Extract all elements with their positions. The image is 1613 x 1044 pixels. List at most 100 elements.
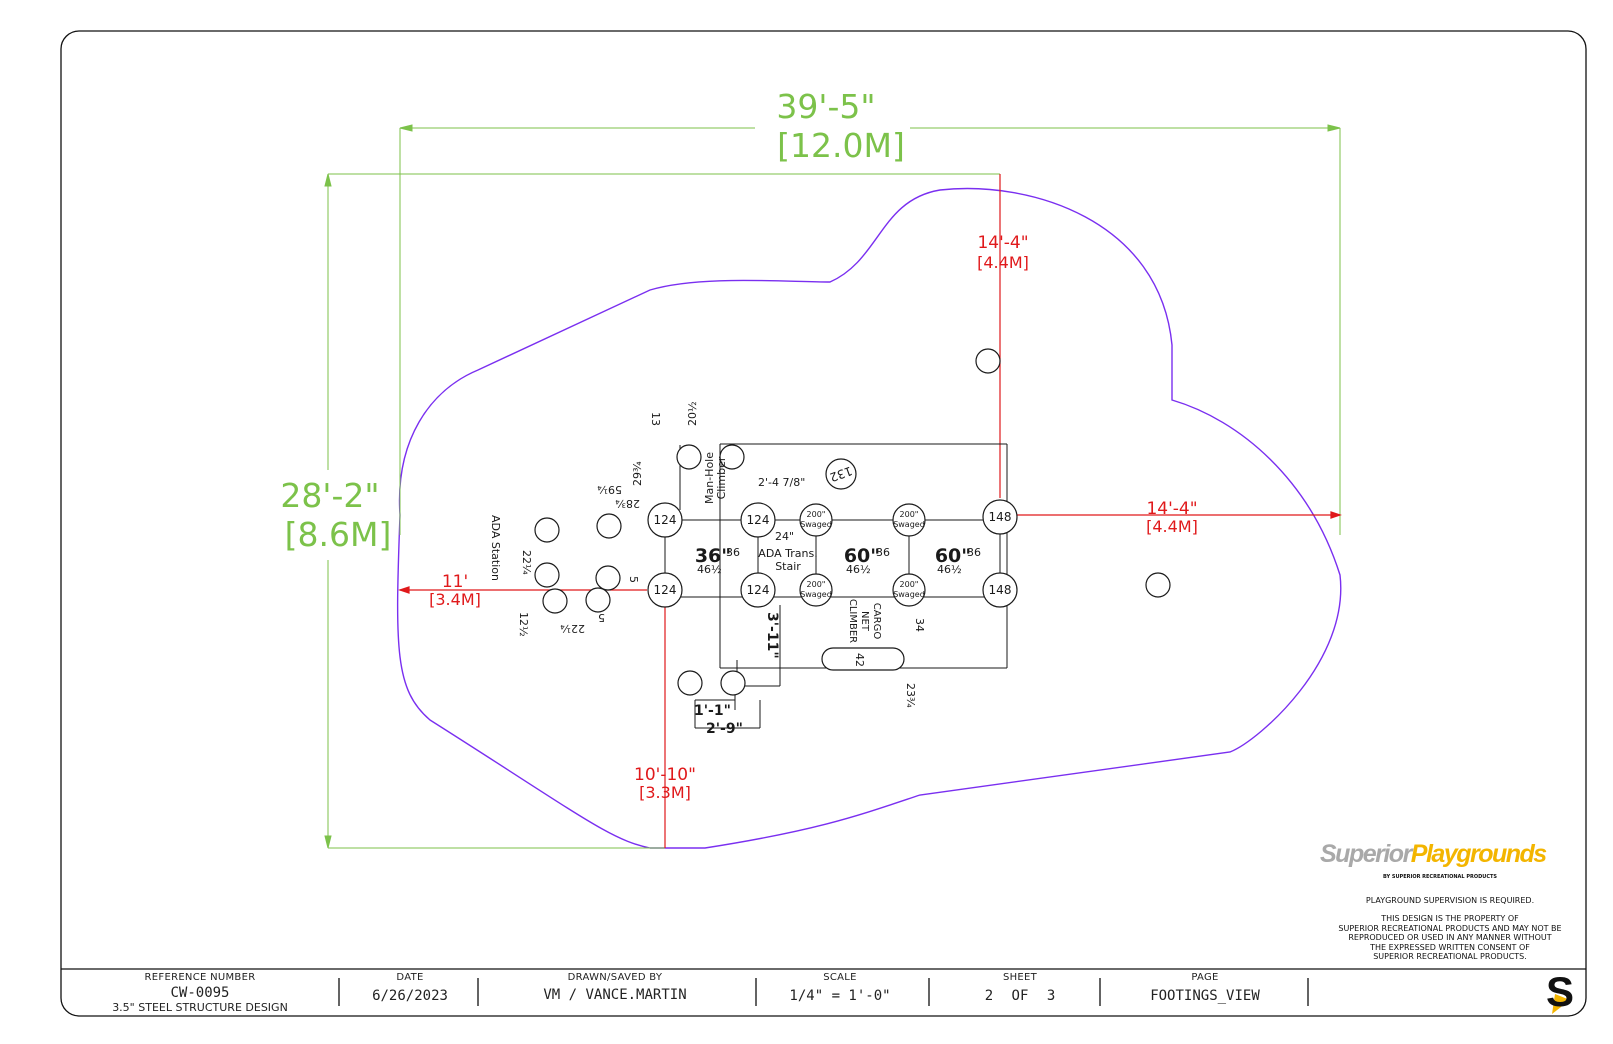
footing-132 [825,458,857,490]
overall-width-dimension [399,124,1341,535]
title-block-dividers [338,978,1309,1006]
dim-label: 59¼ [597,483,622,496]
dim-label: 36 [876,546,890,559]
swaged-size: 200" [807,510,826,519]
footing-swaged-b [892,503,926,537]
dim-label: 5 [627,576,640,583]
footing-small [596,513,622,539]
property-notice: THIS DESIGN IS THE PROPERTY OF SUPERIOR … [1310,914,1590,962]
overall-width-metric: [12.0M] [777,126,905,165]
ada-trans-stair-label: Stair [775,560,801,573]
dim-label: 22¼ [520,550,533,575]
dim-label: 36 [967,546,981,559]
footing-124-c [647,572,683,608]
property-line: SUPERIOR RECREATIONAL PRODUCTS. [1373,952,1527,961]
ada-station-label: ADA Station [489,515,502,581]
footing-small [542,588,568,614]
clearance-top-label: 14'-4" [977,233,1028,253]
footing-148-a [982,499,1018,535]
cargo-net-climber-label: CARGO [871,603,882,640]
overall-depth-dimension [324,173,1000,849]
footing-isolated [1145,572,1171,598]
swaged-size: 200" [900,580,919,589]
footing-label: 148 [989,583,1012,597]
property-line: THE EXPRESSED WRITTEN CONSENT OF [1370,942,1530,952]
ada-trans-stair-label: ADA Trans. [758,547,817,560]
swaged-size: 200" [807,580,826,589]
footing-148-b [982,572,1018,608]
footing-small [719,444,745,470]
brand-badge: S [1545,968,1574,1015]
dim-label: 42 [853,653,866,667]
footing-swaged-d [892,573,926,607]
brand-logo: SuperiorPlaygrounds [1320,840,1580,872]
footing-swaged-a [799,503,833,537]
footing-label: 124 [654,513,677,527]
footing-small [595,565,621,591]
clearance-right-label: 14'-4" [1146,499,1197,519]
footing-small [676,444,702,470]
dim-label: 13 [649,412,662,426]
dim-label: 2'-4 7/8" [758,476,805,489]
clearance-bottom-metric: [3.3M] [639,783,691,802]
footing-124-d [740,572,776,608]
dim-label: 5 [598,611,605,624]
clearance-right-metric: [4.4M] [1146,517,1198,536]
cargo-net-climber-label: NET [859,611,870,632]
footing-small [720,670,746,696]
dim-label: 3'-11" [764,612,780,659]
overall-width-label: 39'-5" [776,87,875,126]
dim-label: 24" [775,530,794,543]
footing-label: 124 [747,583,770,597]
drawn-by-value: VM / VANCE.MARTIN [543,987,687,1003]
footings [534,348,1171,696]
swaged-label: Swaged [800,590,832,599]
footing-small [677,670,703,696]
dim-label: 22¼ [560,622,585,635]
supervision-notice: PLAYGROUND SUPERVISION IS REQUIRED. [1365,896,1535,905]
brand-badge-icon [1552,994,1570,1014]
overall-depth-label: 28'-2" [280,476,379,515]
dim-label: 46½ [937,563,962,576]
overall-depth-metric: [8.6M] [285,515,392,554]
clearance-bottom-label: 10'-10" [634,765,696,785]
cargo-net-footing [821,647,905,671]
dim-label: 1'-1" [694,703,731,719]
page-value: FOOTINGS_VIEW [1150,988,1260,1004]
swaged-label: Swaged [800,520,832,529]
dim-label: 46½ [697,563,722,576]
man-hole-climber-label: Climber [715,456,728,499]
footing-label: 148 [989,510,1012,524]
footing-swaged-c [799,573,833,607]
dim-label: 20½ [686,401,699,426]
dim-label: 34 [913,618,926,632]
footing-small [534,517,560,543]
footing-124-b [740,502,776,538]
swaged-label: Swaged [893,590,925,599]
ref-number-value: CW-0095 [170,985,230,1001]
swaged-label: Swaged [893,520,925,529]
page-header: PAGE [1191,972,1219,983]
property-line: THIS DESIGN IS THE PROPERTY OF [1381,914,1519,923]
ref-number-description: 3.5" STEEL STRUCTURE DESIGN [112,1001,288,1014]
deck-span-60b: 60" [935,545,971,567]
drawn-by-header: DRAWN/SAVED BY [567,972,663,983]
footing-124-a [647,502,683,538]
use-zone-outline [396,187,1342,849]
scale-value: 1/4" = 1'-0" [789,988,891,1004]
dim-label: 29¾ [631,461,644,486]
dim-label: 23¾ [904,683,917,708]
dim-label: 36 [726,546,740,559]
logo-tagline: BY SUPERIOR RECREATIONAL PRODUCTS [1382,874,1498,880]
dim-label: 12½ [517,612,530,637]
ref-number-header: REFERENCE NUMBER [144,972,256,983]
dim-label: 46½ [846,563,871,576]
logo-superior: Superior [1320,840,1412,868]
property-line: REPRODUCED OR USED IN ANY MANNER WITHOUT [1348,933,1552,942]
date-value: 6/26/2023 [372,988,448,1004]
dim-label: 28¾ [615,497,640,510]
clearance-left-label: 11' [442,572,468,592]
footing-isolated [975,348,1001,374]
cargo-net-climber-label: CLIMBER [847,599,858,643]
